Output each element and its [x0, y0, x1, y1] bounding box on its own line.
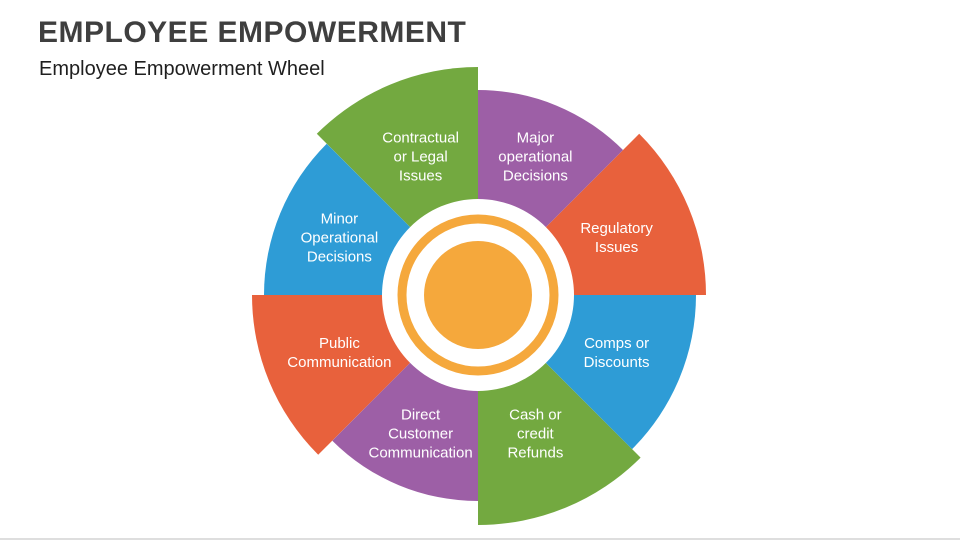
slide-bottom-edge — [0, 538, 960, 540]
page-subtitle: Employee Empowerment Wheel — [39, 58, 325, 80]
page-title: EMPLOYEE EMPOWERMENT — [38, 16, 467, 49]
hub-disc — [424, 241, 532, 349]
hub-ring — [397, 214, 559, 376]
